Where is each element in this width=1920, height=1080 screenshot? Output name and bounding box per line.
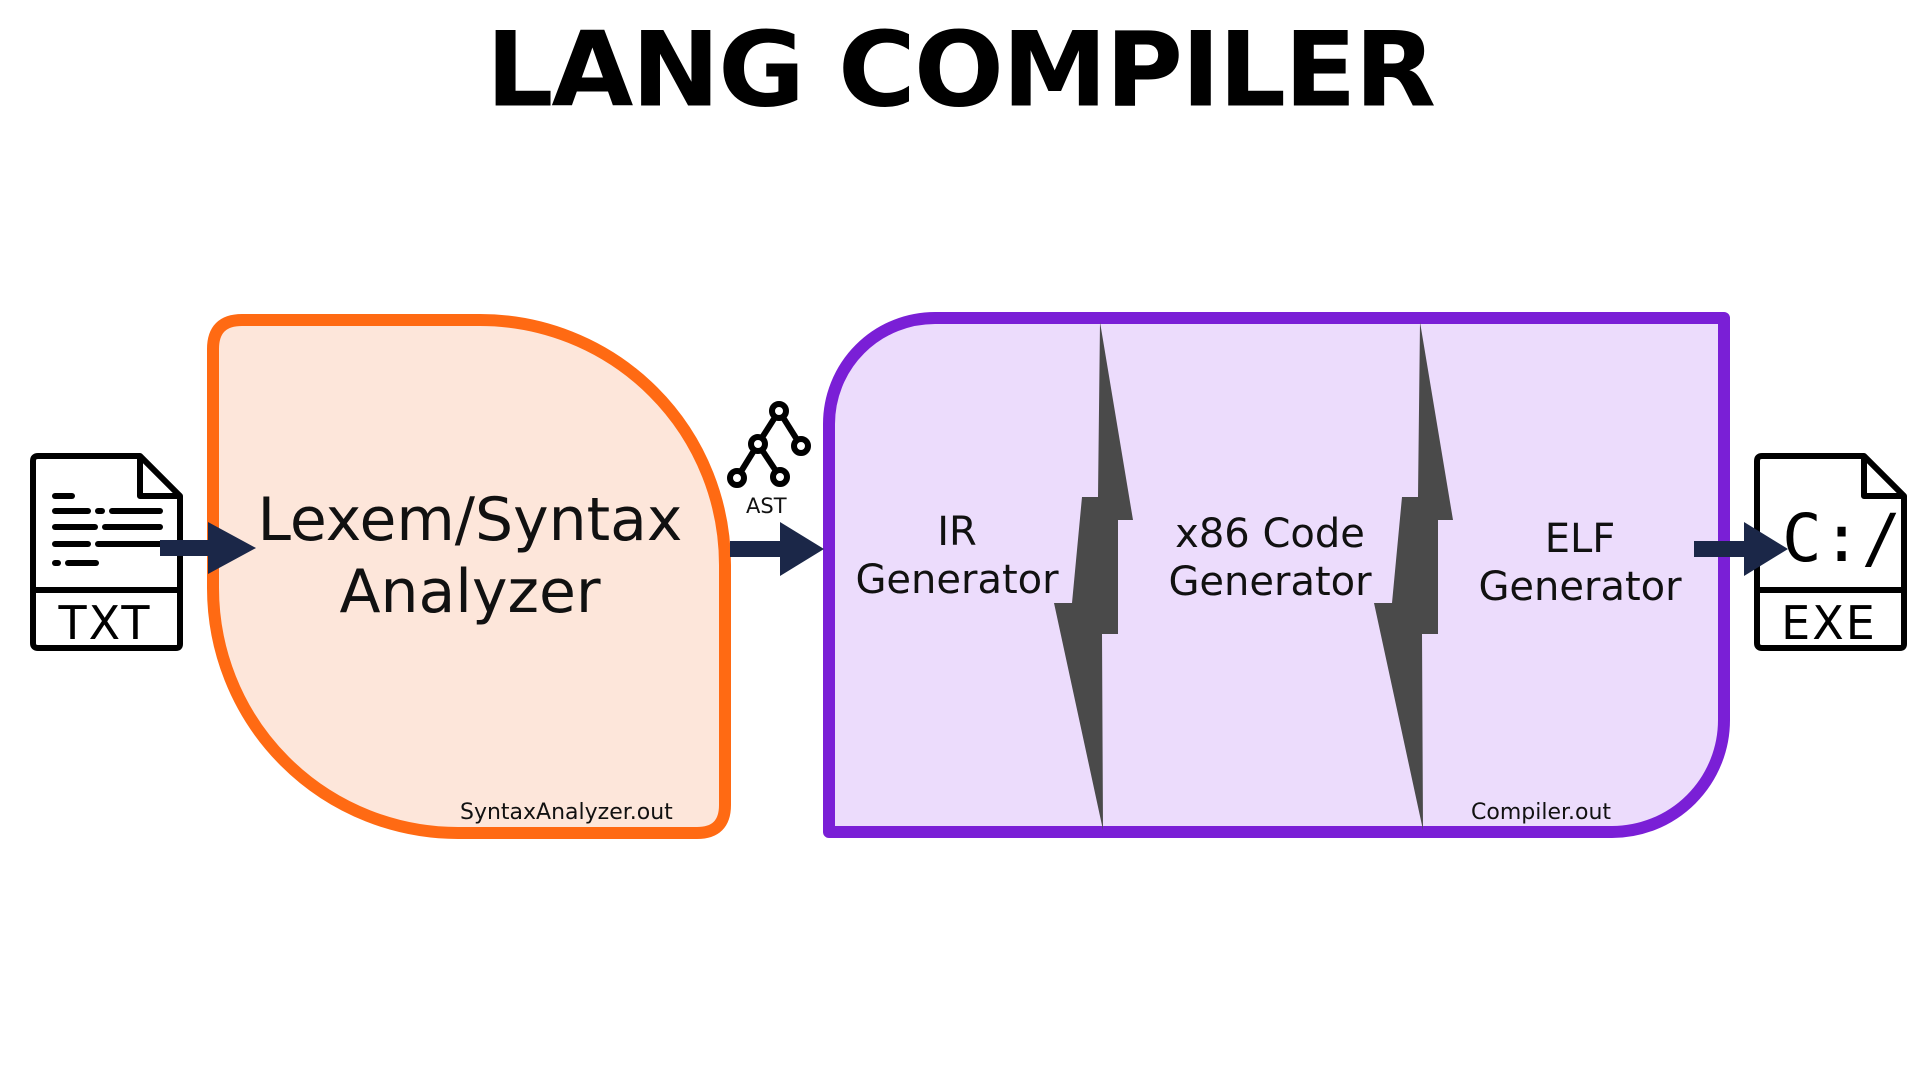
stage-elf-generator: ELF Generator [1478,516,1682,611]
compiler-box [823,312,1730,838]
output-file-ext: EXE [1781,596,1877,650]
executable-file-icon [1754,453,1907,651]
lightning-bolt-icon [1054,322,1133,830]
syntax-analyzer-output: SyntaxAnalyzer.out [460,800,673,825]
stage-x86-code-generator: x86 Code Generator [1168,511,1372,606]
arrow-ast-to-compiler [730,522,824,576]
input-file-ext: TXT [58,596,152,650]
text-lines [52,493,163,566]
syntax-analyzer-label: Lexem/Syntax Analyzer [257,485,683,627]
arrow-compiler-to-exe [1694,522,1788,576]
lightning-bolt-icon [1374,322,1453,830]
exe-glyph: C:/ [1782,500,1902,577]
text-file-icon [30,453,183,651]
stage-ir-generator: IR Generator [855,509,1059,604]
ast-label: AST [746,494,787,518]
syntax-analyzer-box [207,314,731,839]
arrow-txt-to-analyzer [160,522,256,574]
compiler-output: Compiler.out [1471,800,1612,825]
tree-icon [727,401,811,488]
page-title: LANG COMPILER [485,9,1436,130]
